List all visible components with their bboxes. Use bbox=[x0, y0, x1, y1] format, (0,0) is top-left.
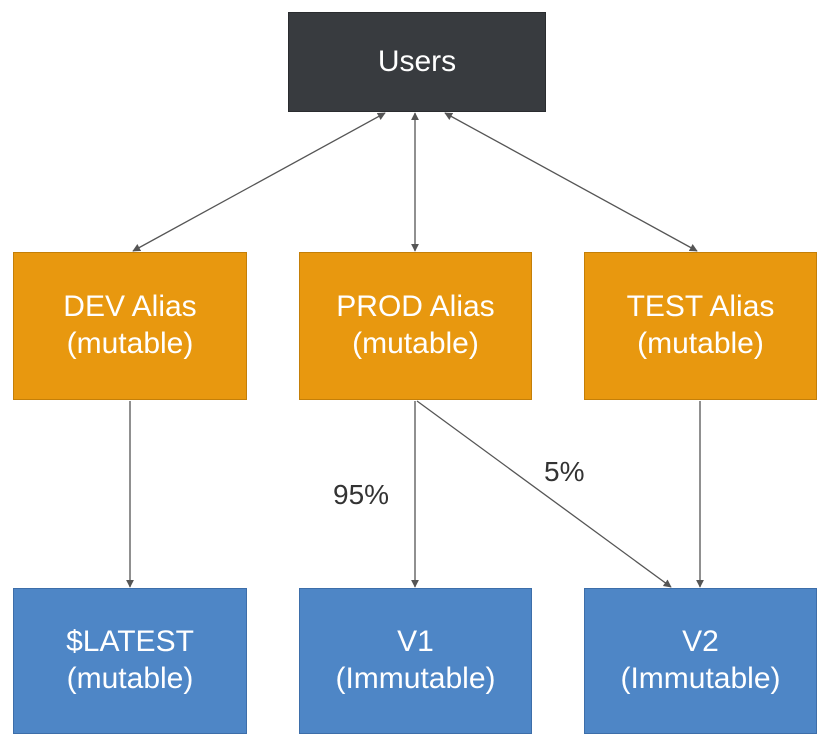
dev-alias-mutability: (mutable) bbox=[66, 327, 194, 360]
dev-alias-node: DEV Alias (mutable) bbox=[13, 252, 247, 400]
arrow-users-test bbox=[444, 112, 698, 252]
test-alias-name: TEST Alias bbox=[626, 290, 775, 324]
users-node: Users bbox=[288, 12, 546, 112]
prod-alias-node: PROD Alias (mutable) bbox=[299, 252, 532, 400]
users-label: Users bbox=[377, 44, 457, 78]
prod-v2-weight-label: 5% bbox=[544, 456, 585, 487]
v2-version-name: V2 bbox=[682, 625, 719, 659]
latest-version-node: $LATEST (mutable) bbox=[13, 588, 247, 734]
test-alias-node: TEST Alias (mutable) bbox=[584, 252, 817, 400]
prod-v1-weight-label: 95% bbox=[333, 479, 390, 510]
v1-version-name: V1 bbox=[397, 625, 434, 659]
arrow-prod-v2 bbox=[416, 400, 672, 588]
v2-version-node: V2 (Immutable) bbox=[584, 588, 817, 734]
v2-version-mutability: (Immutable) bbox=[620, 662, 781, 695]
latest-version-name: $LATEST bbox=[66, 625, 194, 659]
dev-alias-name: DEV Alias bbox=[63, 290, 197, 324]
latest-version-mutability: (mutable) bbox=[66, 662, 194, 695]
prod-alias-name: PROD Alias bbox=[336, 290, 495, 324]
arrow-users-dev bbox=[132, 112, 386, 252]
prod-alias-mutability: (mutable) bbox=[352, 327, 479, 360]
v1-version-node: V1 (Immutable) bbox=[299, 588, 532, 734]
v1-version-mutability: (Immutable) bbox=[335, 662, 496, 695]
test-alias-mutability: (mutable) bbox=[637, 327, 764, 360]
